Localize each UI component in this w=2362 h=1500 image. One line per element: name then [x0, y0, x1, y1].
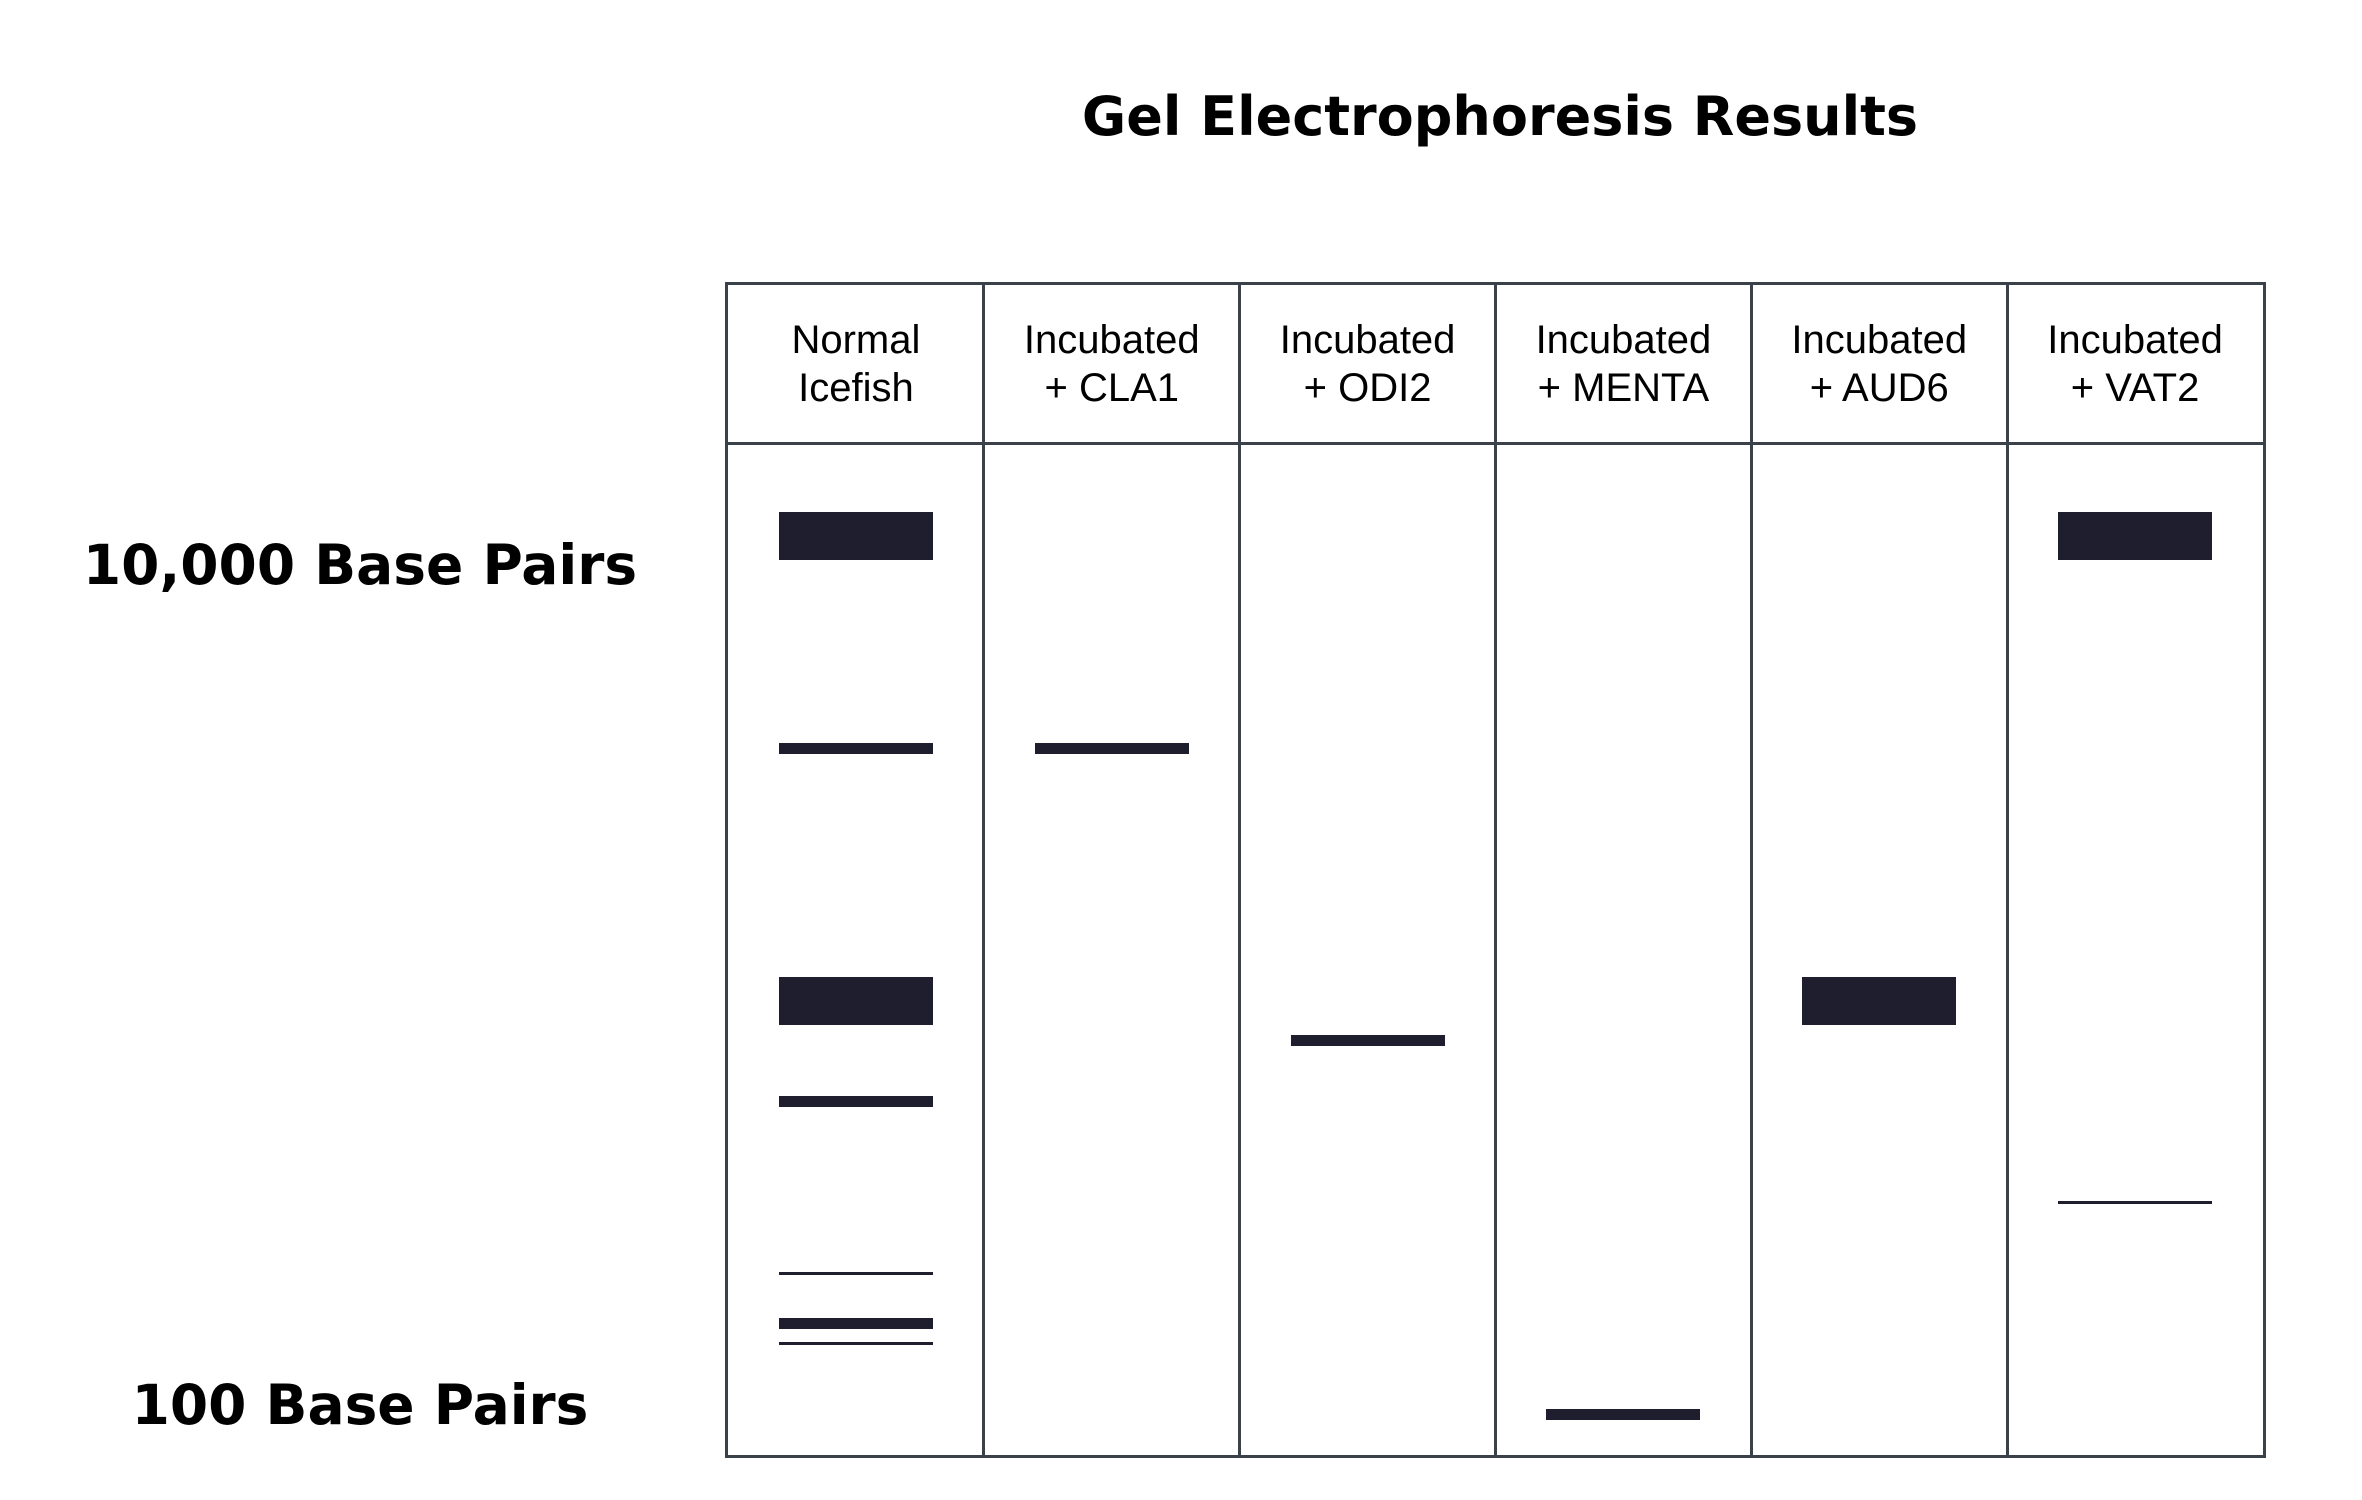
- lane-header-line2: Icefish: [798, 365, 914, 410]
- band: [1546, 1409, 1701, 1421]
- lane-header-line2: + CLA1: [1044, 365, 1179, 410]
- lane-header-line1: Incubated: [2047, 317, 2223, 362]
- lane-header-4: Incubated+ MENTA: [1496, 285, 1752, 442]
- lane-header-line1: Incubated: [1535, 317, 1712, 362]
- band: [1034, 742, 1189, 754]
- band: [778, 1342, 933, 1346]
- lane-header-2: Incubated+ CLA1: [984, 285, 1240, 442]
- lane-divider: [1494, 285, 1497, 1455]
- band: [778, 976, 933, 1025]
- band: [778, 1318, 933, 1330]
- lane-header-line2: + VAT2: [2070, 365, 2200, 410]
- band: [778, 742, 933, 754]
- band: [1802, 976, 1957, 1025]
- lane-header-line1: Incubated: [1279, 317, 1456, 362]
- axis-label-bottom: 100 Base Pairs: [131, 1373, 589, 1437]
- lane-header-line2: + ODI2: [1303, 365, 1432, 410]
- lane-header-line1: Incubated: [1791, 317, 1968, 362]
- page-title: Gel Electrophoresis Results: [1081, 85, 1919, 148]
- lane-header-line1: Normal: [791, 317, 921, 362]
- lane-header-5: Incubated+ AUD6: [1751, 285, 2007, 442]
- lane-divider: [1238, 285, 1242, 1455]
- lane-header-line2: + MENTA: [1537, 365, 1710, 410]
- lane-divider: [1749, 285, 1753, 1455]
- band: [778, 1271, 933, 1275]
- lane-header-6: Incubated+ VAT2: [2007, 285, 2263, 442]
- band: [2058, 511, 2213, 560]
- lane-divider: [982, 285, 986, 1455]
- band: [778, 511, 933, 560]
- lane-header-3: Incubated+ ODI2: [1240, 285, 1496, 442]
- band: [1290, 1035, 1445, 1047]
- axis-label-top: 10,000 Base Pairs: [82, 533, 638, 597]
- band: [778, 1096, 933, 1107]
- band: [2058, 1201, 2213, 1204]
- lane-header-line1: Incubated: [1023, 317, 1200, 362]
- lane-header-line2: + AUD6: [1809, 365, 1949, 410]
- lane-divider: [2005, 285, 2009, 1455]
